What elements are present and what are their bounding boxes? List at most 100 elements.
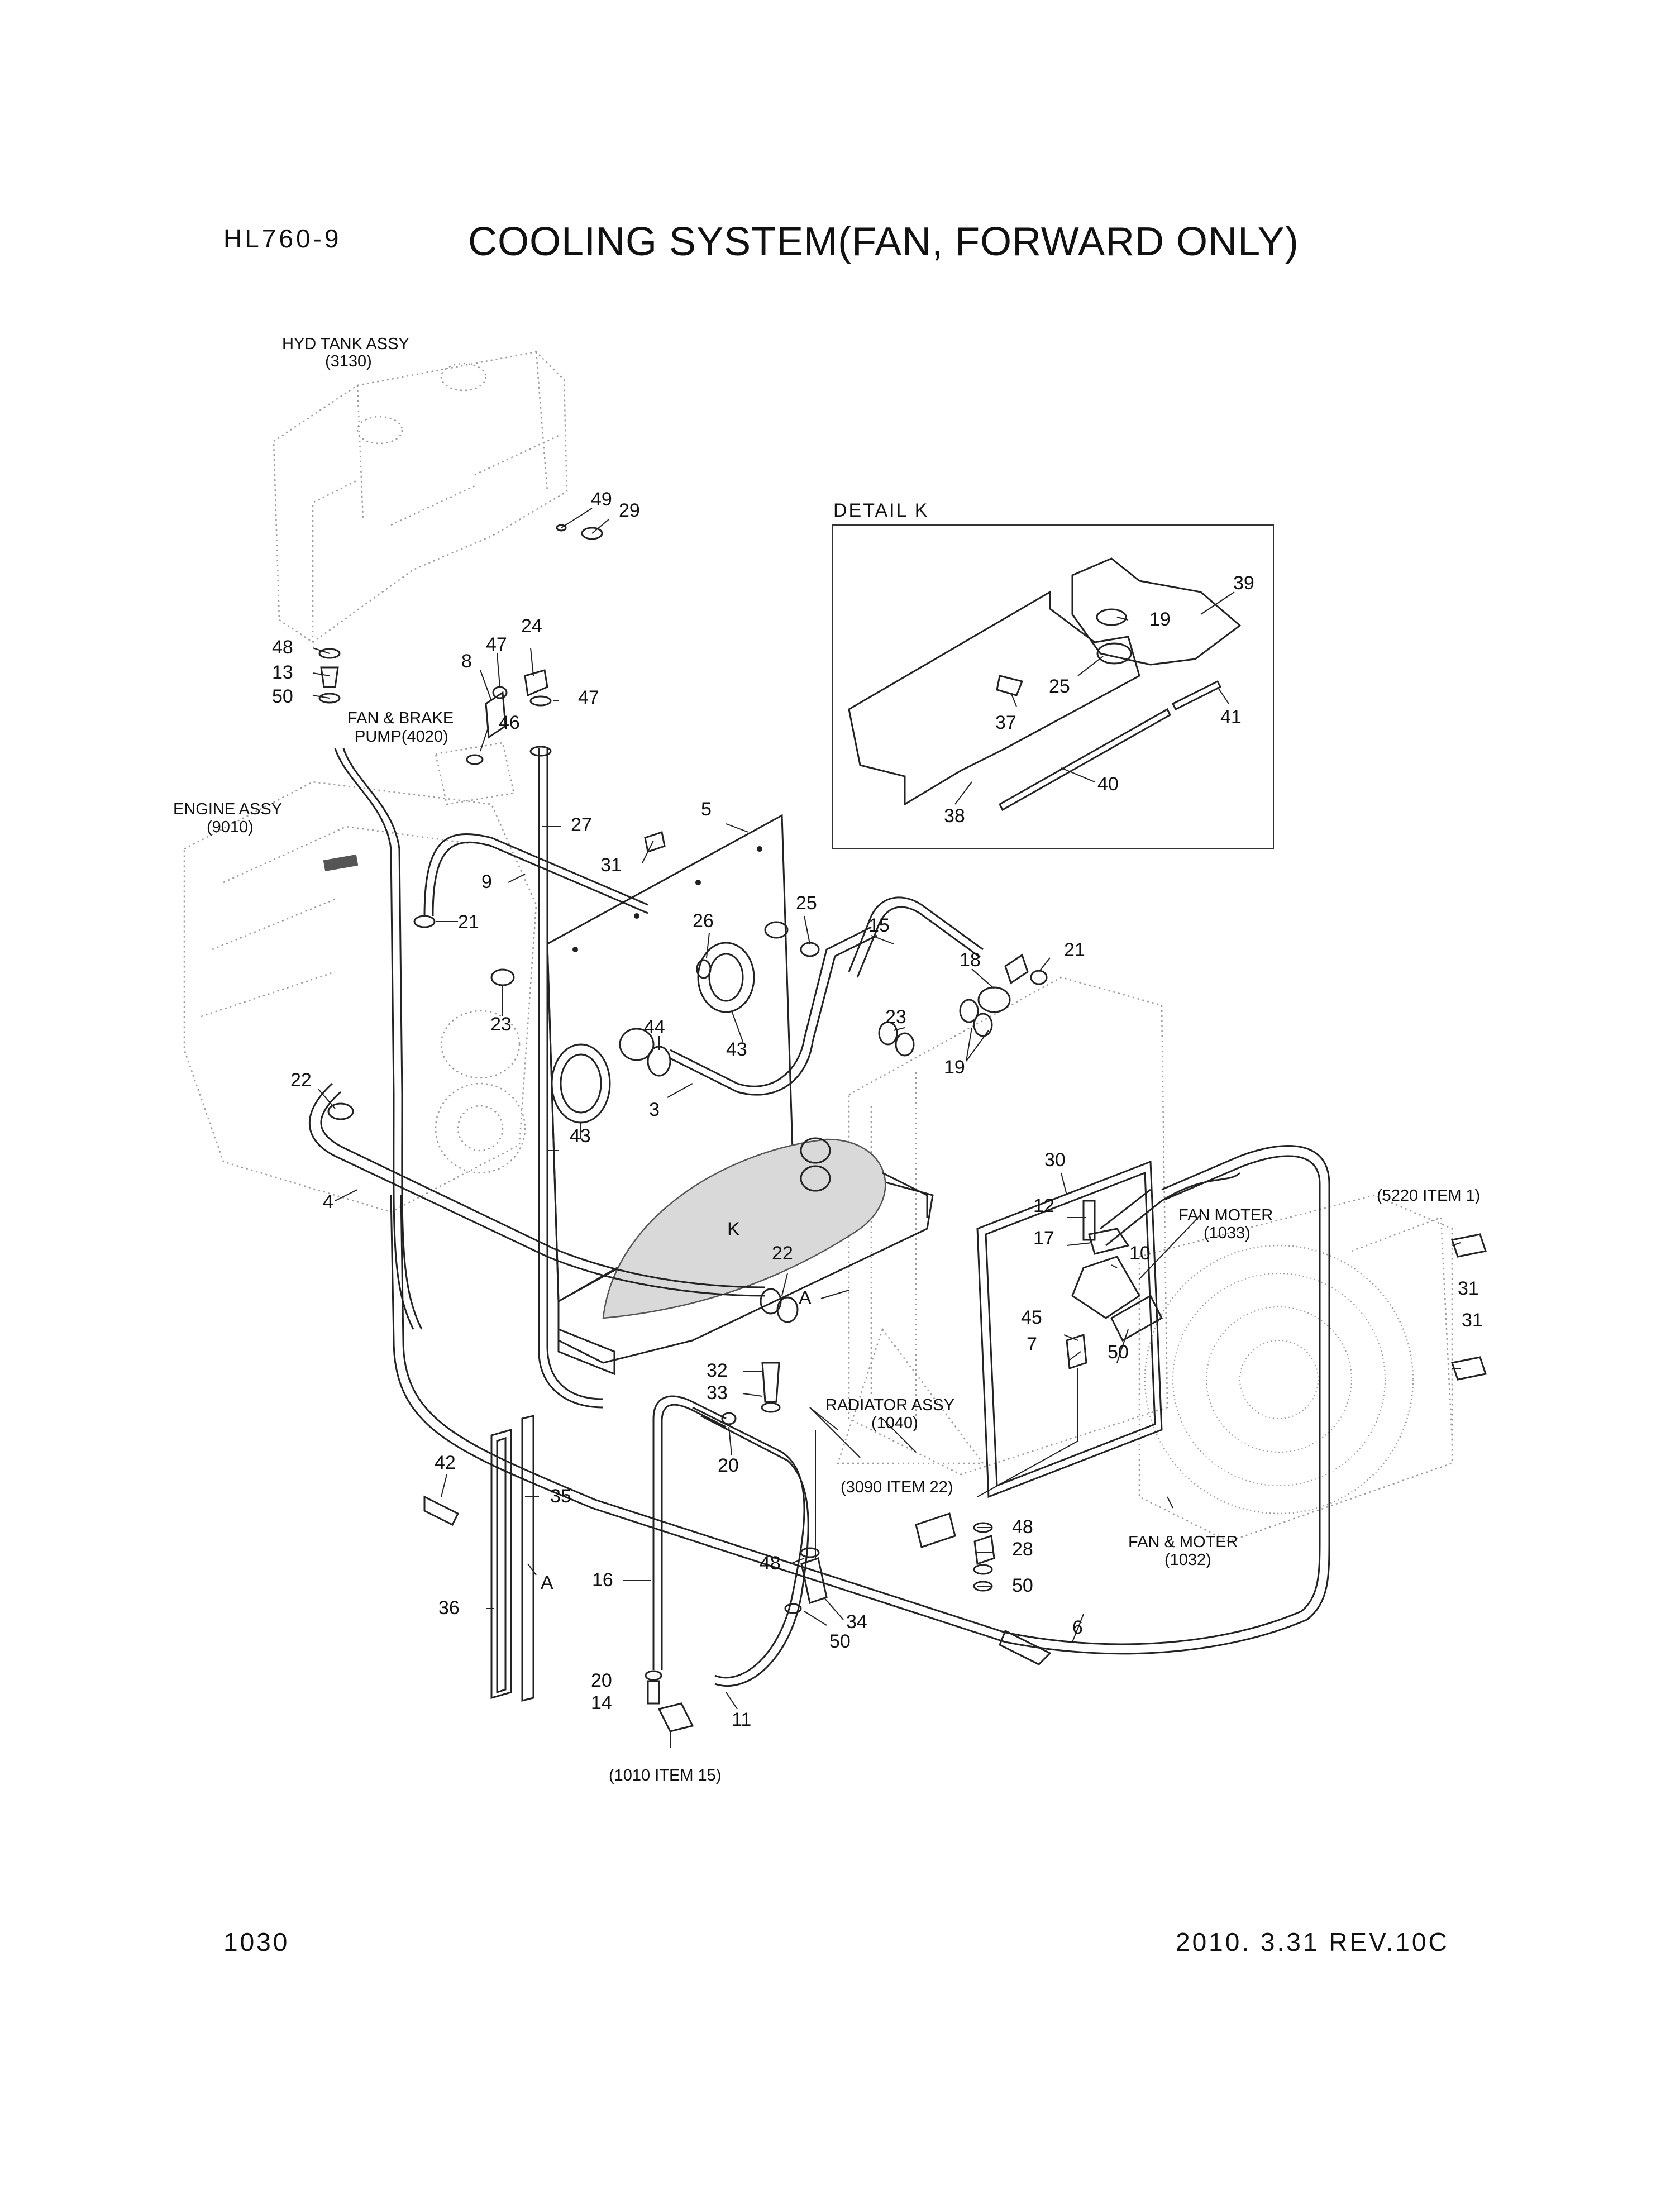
- callout-41: 41: [1220, 707, 1242, 728]
- shroud-bottom-k: [557, 1138, 934, 1376]
- callout-43: 43: [726, 1039, 747, 1060]
- leader-lines: [312, 508, 1461, 1748]
- callout-3: 3: [649, 1099, 660, 1120]
- callout-43: 43: [570, 1125, 591, 1147]
- callout-33: 33: [707, 1382, 728, 1404]
- callout-35: 35: [550, 1486, 571, 1507]
- callout-4: 4: [323, 1191, 333, 1213]
- note-engine-line2: (9010): [207, 818, 254, 836]
- callout-13: 13: [272, 662, 293, 683]
- model-number: HL760-9: [223, 224, 342, 253]
- callout-27: 27: [571, 814, 592, 836]
- callout-36: 36: [438, 1597, 460, 1619]
- callout-31: 31: [1462, 1310, 1483, 1331]
- detail-k: DETAIL K: [832, 500, 1274, 849]
- callout-15: 15: [868, 915, 890, 936]
- callout-20: 20: [718, 1455, 739, 1476]
- radiator-gasket: [976, 1160, 1163, 1498]
- assembly-notes: HYD TANK ASSY (3130) ENGINE ASSY (9010) …: [173, 335, 1480, 1784]
- callout-39: 39: [1233, 572, 1254, 594]
- callout-47: 47: [578, 687, 599, 708]
- callout-37: 37: [995, 712, 1016, 733]
- note-item-3090: (3090 ITEM 22): [841, 1478, 953, 1496]
- callout-7: 7: [1027, 1334, 1037, 1355]
- note-item-1010: (1010 ITEM 15): [609, 1767, 721, 1784]
- note-item-5220: (5220 ITEM 1): [1377, 1187, 1480, 1205]
- fan-assy-ghost: [1138, 1194, 1453, 1543]
- callout-10: 10: [1129, 1243, 1151, 1264]
- note-radiator-line1: RADIATOR ASSY: [825, 1396, 954, 1414]
- callout-a: A: [541, 1572, 553, 1593]
- callout-k: K: [727, 1219, 740, 1240]
- note-pump-line2: PUMP(4020): [355, 728, 448, 746]
- callout-25: 25: [1049, 676, 1070, 697]
- diagram-title: COOLING SYSTEM(FAN, FORWARD ONLY): [468, 219, 1299, 264]
- callout-8: 8: [461, 651, 472, 672]
- detail-k-title: DETAIL K: [833, 500, 929, 521]
- callout-29: 29: [619, 500, 640, 521]
- callout-12: 12: [1033, 1195, 1054, 1216]
- callout-26: 26: [693, 910, 714, 932]
- callout-14: 14: [591, 1692, 612, 1714]
- callout-23: 23: [885, 1006, 906, 1028]
- callout-11: 11: [732, 1709, 751, 1730]
- callout-40: 40: [1097, 774, 1119, 795]
- callout-6: 6: [1072, 1617, 1083, 1638]
- fittings: [318, 524, 1487, 1732]
- callout-32: 32: [707, 1360, 728, 1381]
- callout-34: 34: [846, 1611, 867, 1633]
- callout-22: 22: [290, 1070, 312, 1091]
- callout-50: 50: [1012, 1575, 1033, 1596]
- callout-numbers: 49 29 48 13 50 8 47 24 47 46 27 5 31 9 2…: [272, 489, 1483, 1730]
- hyd-tank-ghost: [273, 351, 568, 643]
- callout-23: 23: [490, 1014, 512, 1035]
- callout-19: 19: [1149, 609, 1171, 630]
- callout-49: 49: [591, 489, 612, 510]
- callout-48: 48: [1012, 1516, 1033, 1538]
- callout-9: 9: [481, 871, 492, 892]
- callout-5: 5: [701, 799, 712, 820]
- note-fan-motor-assy-line2: (1032): [1164, 1551, 1211, 1569]
- callout-48: 48: [272, 637, 293, 658]
- radiator-ghost: [837, 976, 1168, 1476]
- note-radiator-line2: (1040): [871, 1414, 918, 1432]
- note-fan-moter-line2: (1033): [1204, 1224, 1251, 1242]
- callout-50: 50: [1108, 1342, 1129, 1363]
- callout-50: 50: [272, 686, 293, 707]
- note-hyd-tank-line1: HYD TANK ASSY: [282, 335, 409, 353]
- callout-21: 21: [1064, 939, 1085, 961]
- callout-17: 17: [1033, 1228, 1054, 1249]
- revision-date: 2010. 3.31 REV.10C: [1176, 1927, 1449, 1956]
- callout-24: 24: [521, 615, 542, 637]
- callout-a: A: [799, 1287, 812, 1309]
- callout-42: 42: [435, 1452, 456, 1473]
- note-engine-line1: ENGINE ASSY: [173, 800, 282, 818]
- callout-25: 25: [796, 892, 817, 914]
- callout-30: 30: [1044, 1149, 1066, 1171]
- callout-46: 46: [499, 712, 520, 733]
- callout-22: 22: [772, 1243, 793, 1264]
- callout-47: 47: [486, 634, 507, 655]
- callout-21: 21: [458, 911, 479, 933]
- rubber-plates: [490, 1415, 534, 1702]
- callout-31: 31: [600, 855, 622, 876]
- note-pump-line1: FAN & BRAKE: [347, 709, 454, 727]
- callout-44: 44: [644, 1016, 665, 1038]
- callout-31: 31: [1458, 1278, 1479, 1299]
- callout-50: 50: [829, 1631, 851, 1652]
- page-number: 1030: [223, 1927, 290, 1956]
- pipes: [308, 748, 1330, 1687]
- note-fan-moter-line1: FAN MOTER: [1178, 1206, 1273, 1224]
- callout-48: 48: [760, 1553, 781, 1574]
- note-fan-motor-assy-line1: FAN & MOTER: [1128, 1533, 1238, 1551]
- pump-ghost: [435, 742, 515, 805]
- callout-38: 38: [944, 805, 965, 827]
- engine-ghost: [183, 781, 537, 1213]
- callout-45: 45: [1021, 1307, 1042, 1328]
- callout-28: 28: [1012, 1539, 1033, 1560]
- callout-20: 20: [591, 1670, 612, 1691]
- callout-19: 19: [944, 1057, 965, 1078]
- callout-18: 18: [960, 949, 981, 971]
- callout-16: 16: [592, 1569, 613, 1591]
